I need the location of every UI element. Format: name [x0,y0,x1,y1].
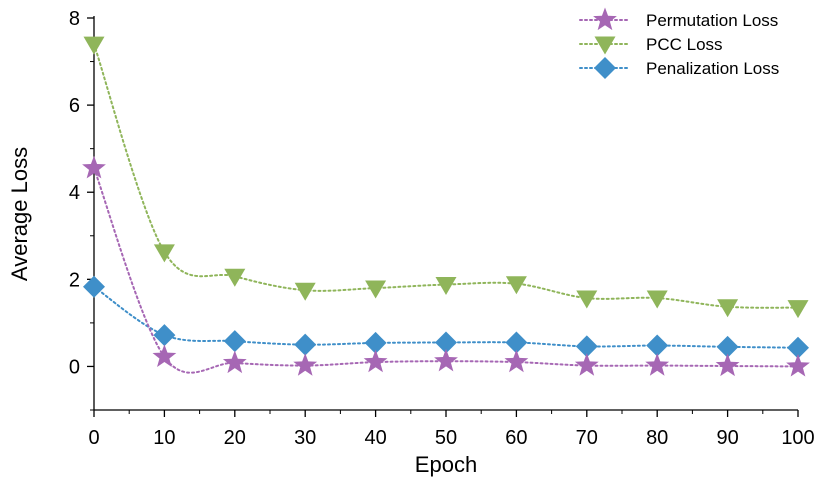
data-point [224,268,246,287]
data-point [82,155,106,179]
data-point [787,336,809,359]
x-tick-label: 20 [224,427,246,449]
data-point [294,282,316,301]
data-point [575,335,598,358]
x-tick-label: 70 [576,427,598,449]
x-tick-label: 50 [435,427,457,449]
data-point [435,277,457,296]
legend-label: PCC Loss [646,35,723,54]
x-tick-label: 10 [153,427,175,449]
axes: 0 10 20 30 40 50 60 70 80 90 100 0 2 4 6 8 [69,8,815,449]
data-point [715,353,740,377]
data-point [223,330,246,353]
legend-marker [593,7,617,31]
data-point [505,276,527,295]
y-tick-label: 6 [69,95,80,117]
data-point [787,300,809,319]
data-point [434,348,458,372]
data-point [717,299,739,318]
x-tick-label: 30 [294,427,316,449]
legend-label: Penalization Loss [646,59,779,78]
data-point [504,349,529,373]
x-tick-label: 80 [646,427,668,449]
data-point [646,290,668,309]
series-line [93,43,799,309]
data-point [365,280,387,299]
data-point [363,349,388,373]
data-point [83,36,105,55]
legend-marker [594,36,616,55]
series-lines [82,36,810,377]
data-point [574,353,599,376]
series-line [93,167,799,374]
data-point [786,353,810,377]
data-point [152,344,177,367]
data-point [294,333,317,356]
data-point [505,331,528,354]
x-tick-label: 60 [505,427,527,449]
data-point [576,290,598,309]
data-point [83,275,105,298]
legend-marker [594,57,616,79]
data-point [435,331,457,354]
data-point [293,353,318,376]
legend-label: Permutation Loss [646,11,778,30]
y-tick-label: 2 [69,269,80,291]
x-tick-label: 40 [364,427,386,449]
x-tick-label: 100 [781,427,814,449]
data-point [716,335,739,358]
y-axis-title: Average Loss [7,147,32,281]
data-point [646,334,669,357]
y-tick-label: 8 [69,8,80,30]
x-tick-label: 90 [716,427,738,449]
x-axis-title: Epoch [415,452,477,477]
x-tick-label: 0 [88,427,99,449]
data-point [364,331,387,354]
y-tick-label: 4 [69,182,80,204]
data-point [153,244,175,263]
data-point [153,324,176,347]
y-tick-label: 0 [69,356,80,378]
data-point [645,353,670,376]
data-point [222,350,247,374]
